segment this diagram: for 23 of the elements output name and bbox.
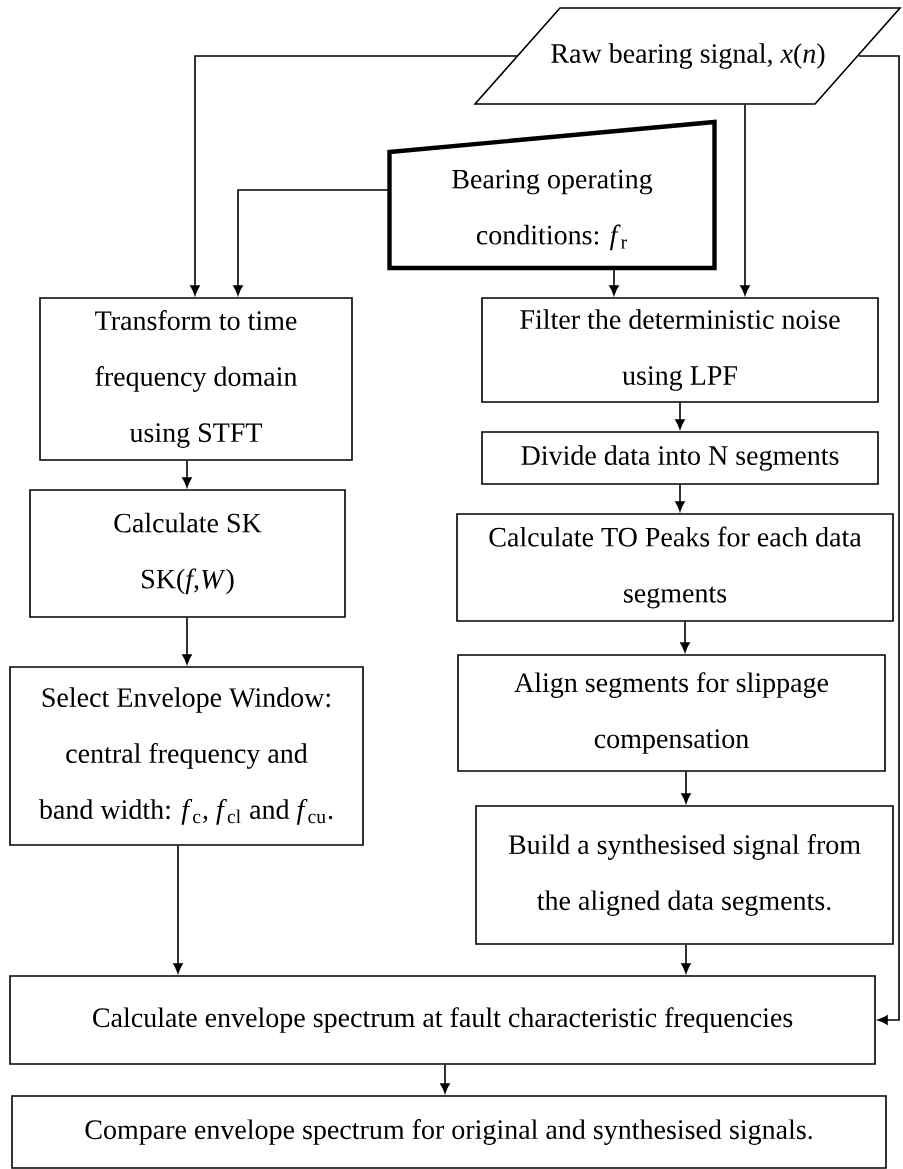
arrow: [190, 55, 518, 296]
arrow: [233, 189, 390, 296]
arrow: [681, 771, 691, 804]
arrow: [675, 402, 685, 430]
process-box: Transform to time frequency domain using STFT: [39, 297, 353, 461]
arrow: [681, 944, 691, 974]
process-box: Divide data into N segments: [481, 431, 879, 485]
process-box: Build a synthesised signal from the aligned data segments.: [475, 805, 894, 945]
arrow: [858, 55, 900, 1025]
arrow: [182, 617, 192, 665]
process-box: Filter the deterministic noise using LPF: [481, 297, 879, 403]
arrow: [182, 460, 192, 488]
arrow: [680, 621, 690, 653]
arrow: [173, 845, 183, 974]
process-box: Calculate TO Peaks for each data segments: [456, 513, 894, 622]
arrow: [675, 484, 685, 512]
process-box: Select Envelope Window: central frequency and band width: f$_{c}$, f$_{cl}$ and f$_{cu}$.: [9, 666, 364, 846]
arrow: [609, 268, 619, 296]
process-box: Align segments for slippage compensation: [457, 654, 886, 772]
arrow: [440, 1064, 450, 1094]
process-box: Calculate envelope spectrum at fault characteristic frequencies: [9, 975, 876, 1065]
arrow: [740, 104, 750, 296]
process-box: Compare envelope spectrum for original and synthesised signals.: [11, 1095, 887, 1169]
